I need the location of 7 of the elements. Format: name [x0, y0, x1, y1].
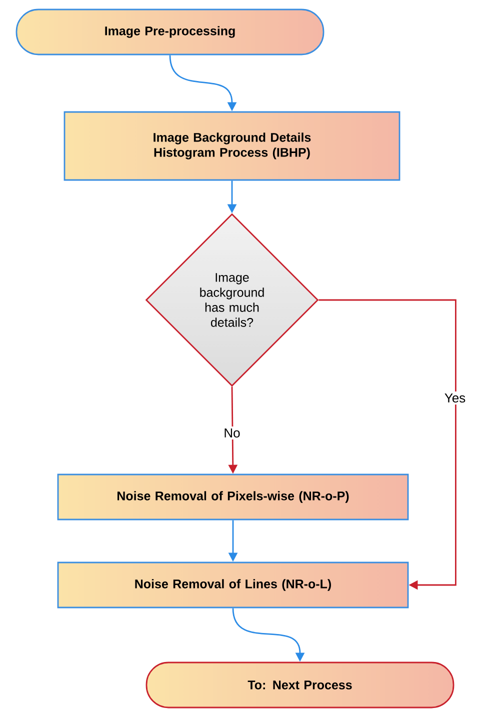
terminator-box: To: Next Process — [146, 662, 454, 708]
process-box: Noise Removal of Lines (NR-o-L) — [57, 562, 409, 608]
edge-label: No — [222, 426, 242, 440]
process-box: Image Background Details Histogram Process (IBHP) — [64, 111, 400, 181]
terminator-box: Image Pre-processing — [16, 8, 324, 56]
arrow — [318, 299, 456, 590]
process-box: Noise Removal of Pixels-wise (NR-o-P) — [57, 474, 409, 520]
